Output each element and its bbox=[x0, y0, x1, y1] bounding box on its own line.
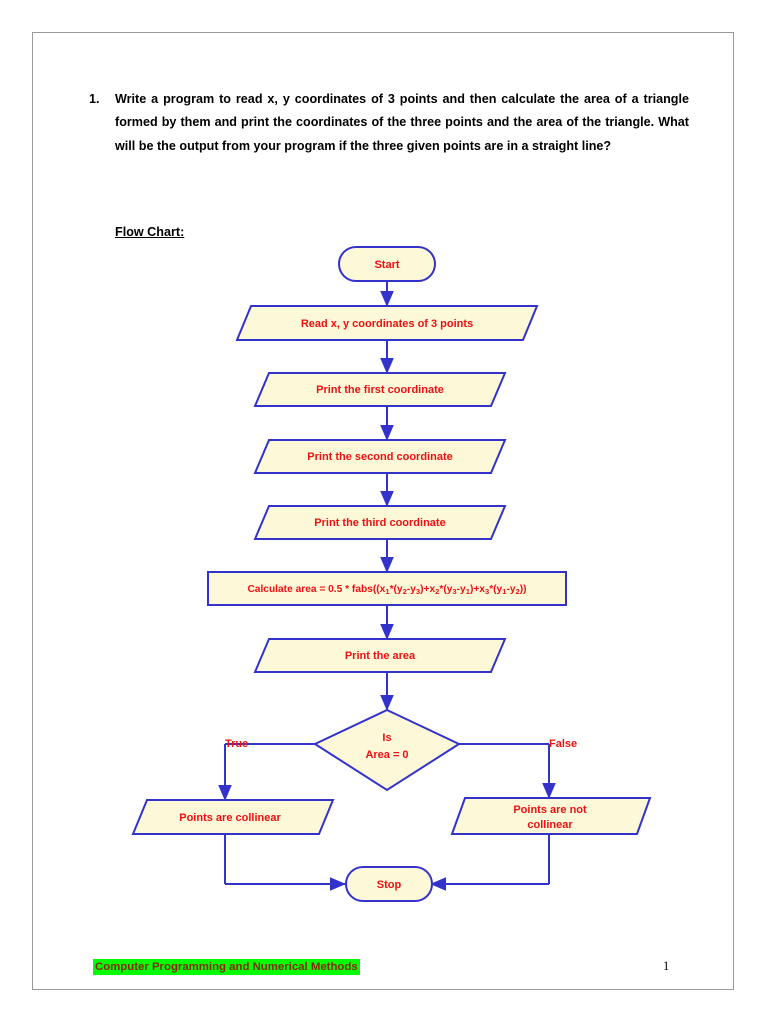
node-read-input-label: Read x, y coordinates of 3 points bbox=[301, 318, 473, 330]
node-print-third-label: Print the third coordinate bbox=[314, 517, 445, 529]
footer-title: Computer Programming and Numerical Metho… bbox=[93, 959, 360, 976]
node-points-collinear[interactable]: Points are collinear bbox=[131, 799, 335, 835]
branch-label-true: True bbox=[225, 738, 248, 750]
node-decision-label-line2: Area = 0 bbox=[365, 749, 408, 761]
node-points-not-collinear[interactable]: Points are not collinear bbox=[450, 797, 652, 835]
node-calculate-area[interactable]: Calculate area = 0.5 * fabs((x1*(y2-y3)+… bbox=[207, 571, 567, 606]
node-stop[interactable]: Stop bbox=[345, 866, 433, 902]
node-print-area-label: Print the area bbox=[345, 650, 416, 662]
node-points-not-collinear-label-line2: collinear bbox=[527, 819, 573, 831]
question-block: 1. Write a program to read x, y coordina… bbox=[89, 88, 689, 158]
question-text: Write a program to read x, y coordinates… bbox=[115, 92, 689, 153]
node-print-first[interactable]: Print the first coordinate bbox=[253, 372, 507, 407]
node-start[interactable]: Start bbox=[338, 246, 436, 282]
node-decision-label-line1: Is bbox=[382, 732, 391, 744]
node-print-first-label: Print the first coordinate bbox=[316, 384, 444, 396]
node-start-label: Start bbox=[374, 259, 399, 271]
node-read-input[interactable]: Read x, y coordinates of 3 points bbox=[235, 305, 539, 341]
node-points-collinear-label: Points are collinear bbox=[179, 812, 281, 824]
node-decision-area-zero[interactable]: Is Area = 0 bbox=[312, 708, 462, 792]
document-page: 1. Write a program to read x, y coordina… bbox=[32, 32, 734, 990]
question-number: 1. bbox=[89, 92, 100, 106]
footer-page-number: 1 bbox=[663, 959, 670, 973]
node-print-area[interactable]: Print the area bbox=[253, 638, 507, 673]
node-print-second-label: Print the second coordinate bbox=[307, 451, 452, 463]
node-print-third[interactable]: Print the third coordinate bbox=[253, 505, 507, 540]
flowchart: Start Read x, y coordinates of 3 points … bbox=[33, 33, 735, 991]
flow-chart-heading: Flow Chart: bbox=[115, 225, 185, 239]
node-points-not-collinear-label-line1: Points are not bbox=[513, 804, 587, 816]
node-stop-label: Stop bbox=[377, 879, 402, 891]
node-print-second[interactable]: Print the second coordinate bbox=[253, 439, 507, 474]
branch-label-false: False bbox=[549, 738, 577, 750]
node-calculate-area-label: Calculate area = 0.5 * fabs((x1*(y2-y3)+… bbox=[247, 584, 526, 596]
